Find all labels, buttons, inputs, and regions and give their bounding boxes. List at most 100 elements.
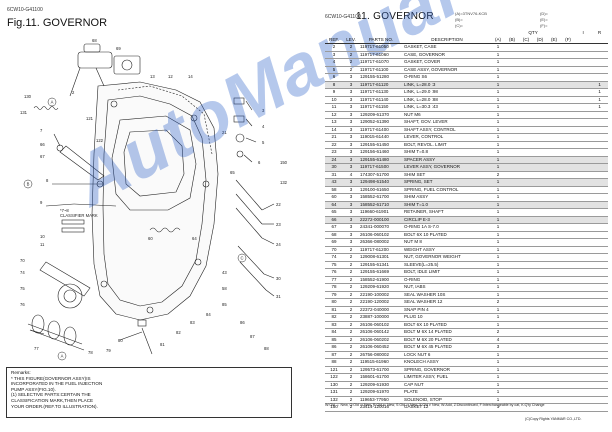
description-cell: SHIM T=0.8	[403, 148, 491, 157]
description-cell: SEAL WASHER 10S	[403, 291, 491, 299]
model-col-e-header: (E)	[547, 36, 561, 44]
ref-cell: 80	[325, 298, 343, 307]
ref-callout: 11	[40, 242, 45, 247]
qty-c-cell	[519, 328, 533, 337]
qty-c-cell	[519, 111, 533, 119]
r-cell	[591, 43, 609, 52]
qty-a-cell: 1	[491, 163, 505, 172]
qty-d-cell	[533, 388, 547, 397]
qty-c-cell	[519, 81, 533, 89]
qty-c-cell	[519, 313, 533, 322]
ref-cell: 150	[325, 403, 343, 412]
ref-cell: 23	[325, 148, 343, 157]
ref-callout: 60	[148, 236, 153, 241]
qty-f-cell	[561, 358, 576, 367]
qty-d-cell	[533, 223, 547, 232]
qty-b-cell	[505, 328, 519, 337]
lev-cell: 2	[343, 66, 359, 74]
qty-f-cell	[561, 268, 576, 277]
part-no-cell: 129155-61669	[359, 268, 403, 277]
ref-callout: 74	[20, 270, 25, 275]
qty-e-cell	[547, 208, 561, 217]
qty-f-cell	[561, 283, 576, 292]
ref-callout: 58	[222, 286, 227, 291]
r-cell	[591, 201, 609, 209]
qty-e-cell	[547, 73, 561, 82]
lev-cell: 3	[343, 216, 359, 224]
i-cell	[575, 88, 592, 97]
qty-c-cell	[519, 366, 533, 374]
qty-e-cell	[547, 403, 561, 412]
qty-e-cell	[547, 201, 561, 209]
qty-e-cell	[547, 358, 561, 367]
qty-e-cell	[547, 246, 561, 254]
description-cell: LINK, L=30.3 :43	[403, 103, 491, 112]
qty-a-cell: 2	[491, 328, 505, 337]
qty-a-cell: 1	[491, 246, 505, 254]
ref-cell: 30	[325, 163, 343, 172]
lev-cell: 3	[343, 163, 359, 172]
r-cell	[591, 358, 609, 367]
qty-e-cell	[547, 366, 561, 374]
description-cell: LINK, L=29.0 :98	[403, 88, 491, 97]
ref-callout: 2	[72, 90, 75, 95]
r-cell	[591, 306, 609, 314]
ref-callout: 64	[192, 236, 197, 241]
r-cell	[591, 313, 609, 322]
qty-d-cell	[533, 51, 547, 59]
qty-d-cell	[533, 246, 547, 254]
ref-cell: 21	[325, 133, 343, 142]
lev-cell: 3	[343, 111, 359, 119]
lev-cell: 2	[343, 396, 359, 404]
r-cell	[591, 58, 609, 67]
part-no-cell: 129209-61970	[359, 388, 403, 397]
ref-cell: 130	[325, 381, 343, 389]
qty-a-cell: 1	[491, 141, 505, 149]
qty-f-cell	[561, 148, 576, 157]
r-cell	[591, 118, 609, 127]
model-col-d-header: (D)	[533, 36, 547, 44]
part-no-cell: 26106-060102	[359, 231, 403, 239]
qty-f-cell	[561, 276, 576, 284]
ref-cell: 12	[325, 111, 343, 119]
qty-a-cell: 1	[491, 126, 505, 134]
model-legend-line: (C)=	[455, 23, 463, 28]
part-no-cell: 23414-120016	[359, 403, 403, 412]
ref-callout: 7	[40, 128, 43, 133]
description-cell: GASKET, COVER	[403, 58, 491, 67]
description-cell: LINK, L=28.0 :88	[403, 96, 491, 104]
description-cell: WEIGHT ASSY	[403, 246, 491, 254]
ref-cell: 132	[325, 396, 343, 404]
qty-a-cell: 1	[491, 208, 505, 217]
part-no-cell: 26106-060142	[359, 328, 403, 337]
part-no-cell: 158552-61700	[359, 193, 403, 202]
qty-a-cell: 1	[491, 88, 505, 97]
r-cell	[591, 261, 609, 269]
i-cell	[575, 373, 592, 382]
qty-b-cell	[505, 396, 519, 404]
lev-cell: 3	[343, 126, 359, 134]
qty-c-cell	[519, 246, 533, 254]
model-legend-line: (D)=	[540, 11, 548, 16]
qty-a-cell: 1	[491, 96, 505, 104]
ref-callout: 9	[40, 200, 43, 205]
r-cell	[591, 208, 609, 217]
lev-cell: 2	[343, 343, 359, 352]
lev-cell: 3	[343, 186, 359, 194]
i-cell	[575, 238, 592, 247]
ref-callout: 24	[276, 242, 281, 247]
model-col-a-header: (A)	[491, 36, 505, 44]
qty-d-cell	[533, 328, 547, 337]
circle-label-a	[47, 97, 57, 107]
